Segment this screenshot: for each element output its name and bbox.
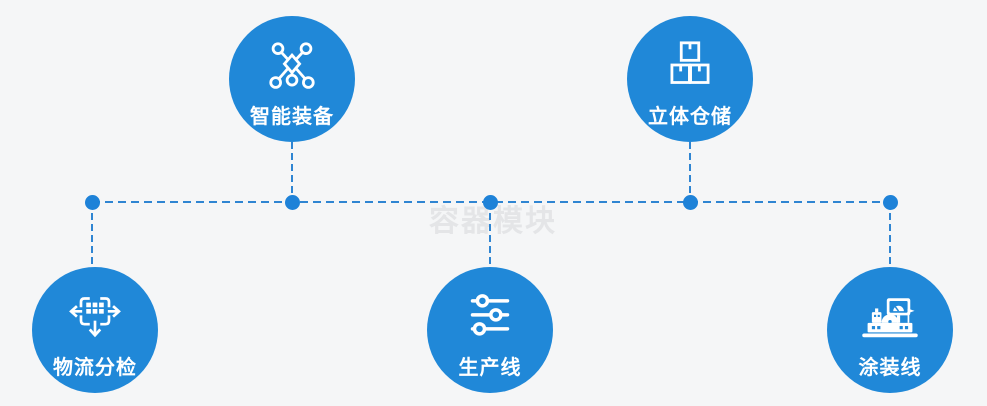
node-logistics: 物流分检 <box>32 267 158 393</box>
connector-painting-line <box>889 202 891 267</box>
connector-smart-equipment <box>291 142 293 202</box>
connector-production-line <box>489 202 491 267</box>
junction-dot <box>483 195 498 210</box>
node-label: 立体仓储 <box>648 106 732 128</box>
node-warehouse: 立体仓储 <box>627 16 753 142</box>
sliders-icon <box>462 288 518 344</box>
node-label: 涂装线 <box>858 357 922 379</box>
console-machine-icon <box>858 294 922 341</box>
node-label: 智能装备 <box>250 106 334 128</box>
junction-dot <box>85 195 100 210</box>
node-painting-line: 涂装线 <box>827 267 953 393</box>
node-smart-equipment: 智能装备 <box>229 16 355 142</box>
junction-dot <box>883 195 898 210</box>
connector-logistics <box>91 202 93 267</box>
connector-warehouse <box>689 142 691 202</box>
junction-dot <box>285 195 300 210</box>
watermark-text: 容器模块 <box>429 205 557 238</box>
sorting-arrows-icon <box>67 288 123 344</box>
node-production-line: 生产线 <box>427 267 553 393</box>
network-nodes-icon <box>264 37 320 93</box>
node-label: 生产线 <box>458 357 522 379</box>
node-label: 物流分检 <box>53 357 137 379</box>
stacked-boxes-icon <box>662 37 718 93</box>
junction-dot <box>683 195 698 210</box>
